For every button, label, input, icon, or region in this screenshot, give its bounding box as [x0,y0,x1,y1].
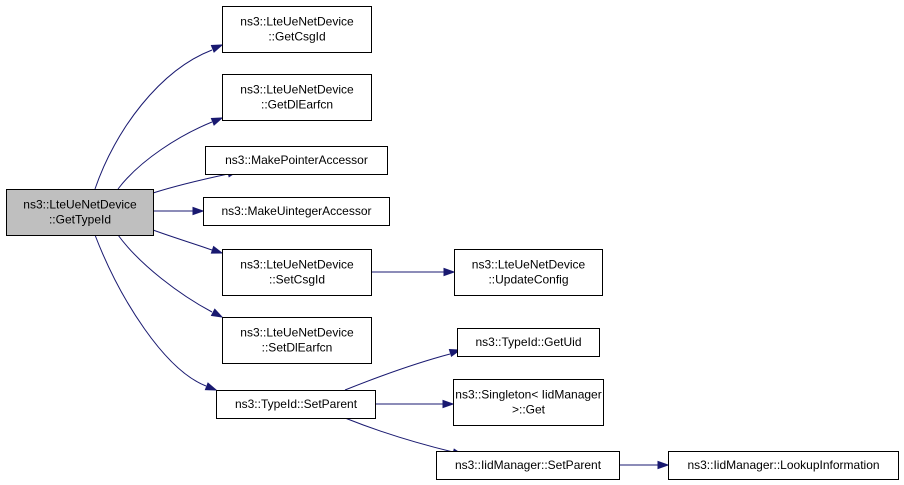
node-box[interactable] [222,317,372,364]
arrowhead [657,460,670,470]
edge-line [344,417,454,453]
arrowhead [210,117,224,126]
node-label: ns3::LteUeNetDevice [240,83,354,97]
edge-line [94,49,213,190]
node-box[interactable] [668,451,899,480]
node-box[interactable] [6,189,154,236]
node-set-dl-earfcn[interactable]: ns3::LteUeNetDevice::SetDlEarfcn [222,317,372,364]
node-label: ns3::TypeId::GetUid [475,335,581,349]
edge-line [152,229,213,251]
node-box[interactable] [457,328,600,357]
edge-root-to-get_csg_id [94,44,224,190]
arrowhead [210,308,224,318]
edge-line [94,234,207,387]
edge-line [344,353,451,391]
node-box[interactable] [454,249,603,296]
node-label: ns3::IidManager::SetParent [455,458,602,472]
edge-iidmanager_set_parent-to-iidmanager_lookup [619,460,670,470]
node-label: ns3::LteUeNetDevice [472,258,586,272]
node-box[interactable] [436,451,620,480]
arrowhead [443,267,456,277]
node-box[interactable] [222,6,372,53]
edge-line [117,234,213,313]
node-make-pointer-accessor[interactable]: ns3::MakePointerAccessor [205,146,388,175]
edge-typeid_set_parent-to-singleton_get [374,399,455,409]
node-box[interactable] [222,74,372,121]
arrowhead [210,245,224,254]
edge-set_csg_id-to-update_config [371,267,456,277]
node-typeid-get-uid[interactable]: ns3::TypeId::GetUid [457,328,600,357]
edge-typeid_set_parent-to-iidmanager_set_parent [344,417,465,457]
node-box[interactable] [222,249,372,296]
node-label: ns3::LteUeNetDevice [240,326,354,340]
node-label: ns3::MakeUintegerAccessor [221,204,371,218]
node-get-dl-earfcn[interactable]: ns3::LteUeNetDevice::GetDlEarfcn [222,74,372,121]
node-label: ns3::IidManager::LookupInformation [687,458,879,472]
node-box[interactable] [216,390,376,419]
node-make-uinteger-accessor[interactable]: ns3::MakeUintegerAccessor [203,197,390,226]
edge-typeid_set_parent-to-typeid_get_uid [344,348,462,391]
node-label: ::GetDlEarfcn [261,98,333,112]
edge-line [117,121,213,190]
node-singleton-get[interactable]: ns3::Singleton< IidManager>::Get [453,379,604,426]
node-label: ns3::MakePointerAccessor [225,153,368,167]
node-label: ::UpdateConfig [488,273,568,287]
node-label: >::Get [512,403,546,417]
edge-root-to-get_dl_earfcn [117,117,224,190]
node-label: ns3::LteUeNetDevice [240,15,354,29]
edge-root-to-typeid_set_parent [94,234,218,391]
node-label: ::GetTypeId [49,213,111,227]
node-typeid-set-parent[interactable]: ns3::TypeId::SetParent [216,390,376,419]
node-label: ns3::TypeId::SetParent [235,397,358,411]
node-label: ns3::LteUeNetDevice [240,258,354,272]
node-iidmanager-set-parent[interactable]: ns3::IidManager::SetParent [436,451,620,480]
edge-root-to-set_csg_id [152,229,224,254]
node-box[interactable] [205,146,388,175]
arrowhead [204,382,218,391]
edges-layer [94,44,670,470]
arrowhead [442,399,455,409]
node-label: ns3::LteUeNetDevice [23,198,137,212]
edge-root-to-make_uinteger_accessor [152,206,205,216]
node-box[interactable] [453,379,604,426]
edge-root-to-set_dl_earfcn [117,234,224,318]
node-label: ::GetCsgId [268,30,325,44]
node-root[interactable]: ns3::LteUeNetDevice::GetTypeId [6,189,154,236]
node-iidmanager-lookup[interactable]: ns3::IidManager::LookupInformation [668,451,899,480]
arrowhead [192,206,205,216]
node-label: ::SetDlEarfcn [262,341,333,355]
node-label: ::SetCsgId [269,273,325,287]
node-box[interactable] [203,197,390,226]
node-set-csg-id[interactable]: ns3::LteUeNetDevice::SetCsgId [222,249,372,296]
edge-line [152,173,229,194]
node-label: ns3::Singleton< IidManager [455,388,601,402]
nodes-layer: ns3::LteUeNetDevice::GetTypeIdns3::LteUe… [6,6,899,480]
node-update-config[interactable]: ns3::LteUeNetDevice::UpdateConfig [454,249,603,296]
node-get-csg-id[interactable]: ns3::LteUeNetDevice::GetCsgId [222,6,372,53]
arrowhead [210,44,224,53]
